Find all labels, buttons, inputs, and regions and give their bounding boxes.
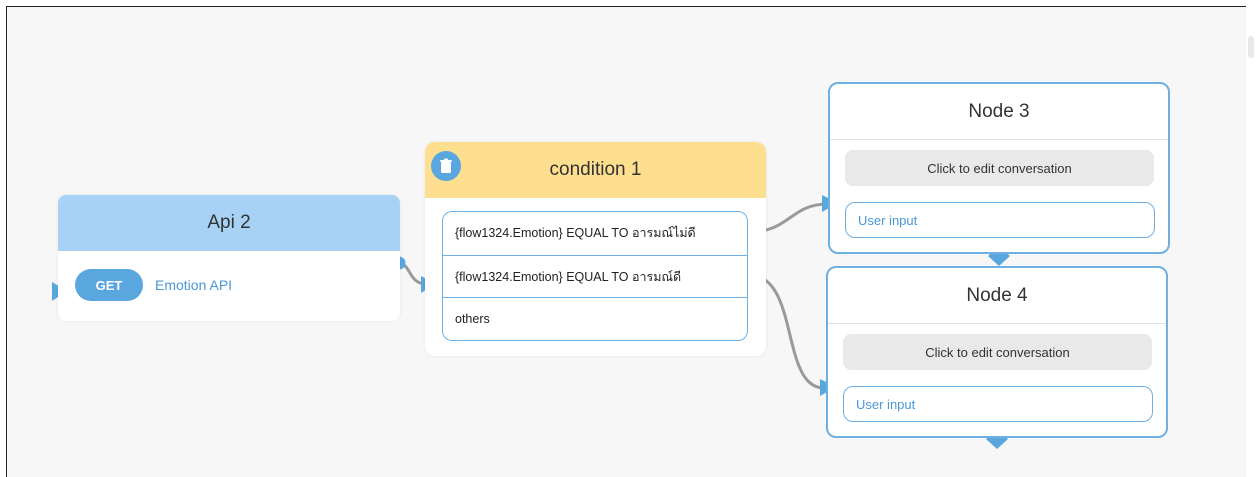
node4-user-input[interactable]: User input	[843, 386, 1153, 422]
condition-node-header: condition 1	[425, 142, 766, 198]
node3-title: Node 3	[830, 84, 1168, 140]
node4-edit-conversation-button[interactable]: Click to edit conversation	[843, 334, 1152, 370]
condition-list: {flow1324.Emotion} EQUAL TO อารมณ์ไม่ดี …	[442, 211, 748, 341]
node3[interactable]: Node 3 Click to edit conversation User i…	[828, 82, 1170, 254]
condition-node-title: condition 1	[549, 159, 642, 180]
node3-edit-conversation-button[interactable]: Click to edit conversation	[845, 150, 1154, 186]
condition-node[interactable]: condition 1 {flow1324.Emotion} EQUAL TO …	[425, 142, 766, 356]
condition-row[interactable]: {flow1324.Emotion} EQUAL TO อารมณ์ดี	[443, 255, 747, 297]
api-name-link[interactable]: Emotion API	[155, 277, 233, 293]
api-node[interactable]: Api 2 GET Emotion API	[58, 195, 400, 321]
trash-icon[interactable]	[431, 151, 461, 181]
node3-user-input[interactable]: User input	[845, 202, 1155, 238]
api-node-body: GET Emotion API	[58, 251, 400, 321]
node4-title: Node 4	[828, 268, 1166, 324]
node4[interactable]: Node 4 Click to edit conversation User i…	[826, 266, 1168, 438]
http-method-badge[interactable]: GET	[75, 269, 143, 301]
api-node-title: Api 2	[58, 195, 400, 251]
right-panel-edge	[1246, 6, 1257, 477]
condition-row[interactable]: {flow1324.Emotion} EQUAL TO อารมณ์ไม่ดี	[455, 226, 696, 240]
condition-row-others[interactable]: others	[443, 297, 747, 340]
